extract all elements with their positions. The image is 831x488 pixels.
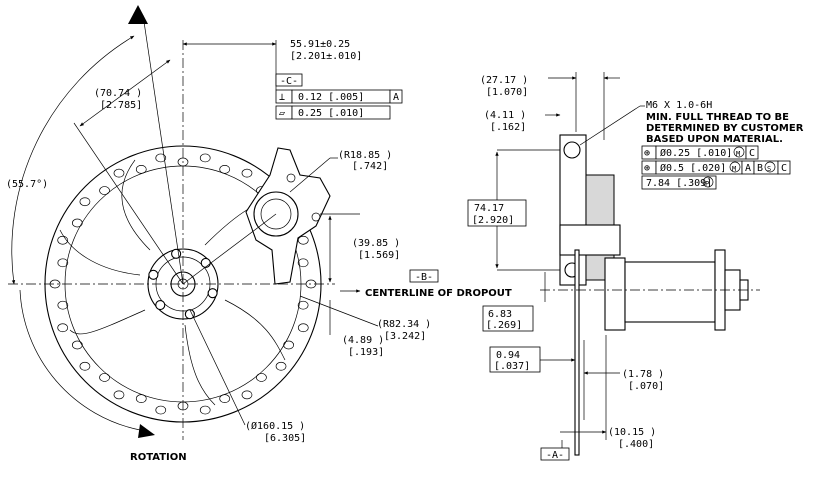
- rotor-side-edge: [574, 249, 580, 456]
- rotor-vent-hole: [219, 394, 231, 403]
- dim-r82-34-in: [3.242]: [384, 331, 426, 342]
- rotor-bolt: [200, 257, 211, 268]
- dim-10-15-in: [.400]: [618, 439, 654, 450]
- dim-74-17-in: [2.920]: [472, 215, 514, 226]
- rotor-front-view: 55.91±0.25 [2.201±.010] -C- ⊥ 0.12 [.005…: [6, 5, 512, 463]
- rotor-vent-hole: [297, 323, 309, 333]
- position-ref-2c: C: [781, 163, 787, 174]
- dim-0-94: 0.94: [496, 350, 520, 361]
- caliper-mount-side: [559, 134, 587, 286]
- projected-zone-value: 7.84 [.309]: [646, 178, 712, 189]
- dim-27-17-in: [1.070]: [486, 87, 528, 98]
- rotor-vent-hole: [113, 390, 125, 400]
- dim-0-94-in: [.037]: [494, 361, 530, 372]
- flatness-value: 0.25 [.010]: [298, 108, 364, 119]
- rotor-vent-hole: [297, 235, 309, 245]
- dim-r18-85-in: [.742]: [352, 161, 388, 172]
- rotor-vent-hole: [199, 405, 211, 415]
- rotation-arrow: [138, 424, 155, 438]
- rotor-vent-hole: [283, 340, 295, 350]
- datum-b: -B-: [415, 272, 433, 283]
- rotor-vent-hole: [297, 300, 309, 310]
- dim-r18-85: (R18.85 ): [338, 150, 392, 161]
- hub-body: [624, 261, 716, 323]
- rotor-bolt: [155, 300, 166, 311]
- dim-27-17: (27.17 ): [480, 75, 528, 86]
- rotor-vent-hole: [297, 258, 309, 268]
- position-icon-1: ⊕: [644, 148, 650, 159]
- dim-4-89: (4.89 ): [342, 335, 384, 346]
- dim-1-78-in: [.070]: [628, 381, 664, 392]
- thread-note-1: M6 X 1.0-6H: [646, 100, 712, 111]
- dim-70-74-in: [2.785]: [100, 100, 142, 111]
- rotor-vent-hole: [57, 300, 69, 310]
- rotor-vent-hole: [155, 153, 167, 163]
- position-ref-2b-mod: S: [767, 165, 771, 173]
- rotor-vent-hole: [199, 153, 211, 163]
- rotor-vent-hole: [219, 165, 231, 174]
- dim-55-7: (55.7°): [6, 179, 48, 190]
- position-mod-1: M: [736, 150, 740, 158]
- dim-dia-160-15-in: [6.305]: [264, 433, 306, 444]
- rotor-vent-hole: [57, 323, 69, 333]
- dim-6-83-in: [.269]: [486, 320, 522, 331]
- rotor-vent-hole: [256, 373, 267, 382]
- projected-zone-mod: P: [705, 180, 709, 188]
- rotor-vent-hole: [135, 394, 147, 403]
- position-icon-2: ⊕: [644, 163, 650, 174]
- dim-dia-160-15: (Ø160.15 ): [245, 420, 305, 432]
- dim-70-74: (70.74 ): [94, 88, 142, 99]
- dim-1-78: (1.78 ): [622, 369, 664, 380]
- rotor-bolt: [207, 288, 218, 299]
- dim-r82-34: (R82.34 ): [377, 319, 431, 330]
- rotor-side-view: (27.17 ) [1.070] (4.11 ) [.162] 74.17 [2…: [467, 72, 804, 461]
- datum-c: -C-: [280, 76, 298, 87]
- datum-a: -A-: [546, 450, 564, 461]
- position-value-1: Ø0.25 [.010]: [660, 147, 732, 159]
- perpendicularity-ref: A: [393, 92, 399, 103]
- dim-4-89-in: [.193]: [348, 347, 384, 358]
- thread-note-3: DETERMINED BY CUSTOMER: [646, 123, 804, 134]
- thread-note-4: BASED UPON MATERIAL.: [646, 134, 783, 145]
- centerline-label: CENTERLINE OF DROPOUT: [365, 288, 512, 299]
- rotor-vent-hole: [241, 168, 253, 178]
- thread-note-2: MIN. FULL THREAD TO BE: [646, 112, 789, 123]
- dim-55-91-in: [2.201±.010]: [290, 51, 362, 62]
- dim-6-83: 6.83: [488, 309, 512, 320]
- hub-flange: [604, 257, 626, 331]
- dim-10-15: (10.15 ): [608, 427, 656, 438]
- rotor-vent-hole: [275, 361, 287, 371]
- rotation-label: ROTATION: [130, 452, 187, 463]
- dim-39-85: (39.85 ): [352, 238, 400, 249]
- position-ref-1: C: [749, 148, 755, 159]
- position-ref-2a: A: [745, 163, 751, 174]
- dim-74-17: 74.17: [474, 203, 504, 214]
- position-mod-2: M: [732, 165, 736, 173]
- rotor-vent-hole: [155, 405, 167, 415]
- dim-55-91: 55.91±0.25: [290, 39, 350, 50]
- rotor-vent-hole: [71, 340, 83, 350]
- rotor-bolt: [148, 269, 159, 280]
- rotor-vent-hole: [79, 361, 91, 371]
- rotor-vent-hole: [241, 390, 253, 400]
- perpendicularity-value: 0.12 [.005]: [298, 92, 364, 103]
- position-ref-2b: B: [757, 163, 763, 174]
- perpendicularity-icon: ⊥: [279, 92, 285, 103]
- rotor-bolt: [184, 309, 195, 320]
- rotor-vent-hole: [99, 373, 110, 382]
- dim-4-11-in: [.162]: [490, 122, 526, 133]
- dim-39-85-in: [1.569]: [358, 250, 400, 261]
- flatness-icon: ▱: [279, 108, 285, 119]
- dim-4-11: (4.11 ): [484, 110, 526, 121]
- rotor-vent-hole: [135, 165, 147, 174]
- mount-bolt-upper: [563, 141, 581, 159]
- position-value-2: Ø0.5 [.020]: [660, 162, 726, 174]
